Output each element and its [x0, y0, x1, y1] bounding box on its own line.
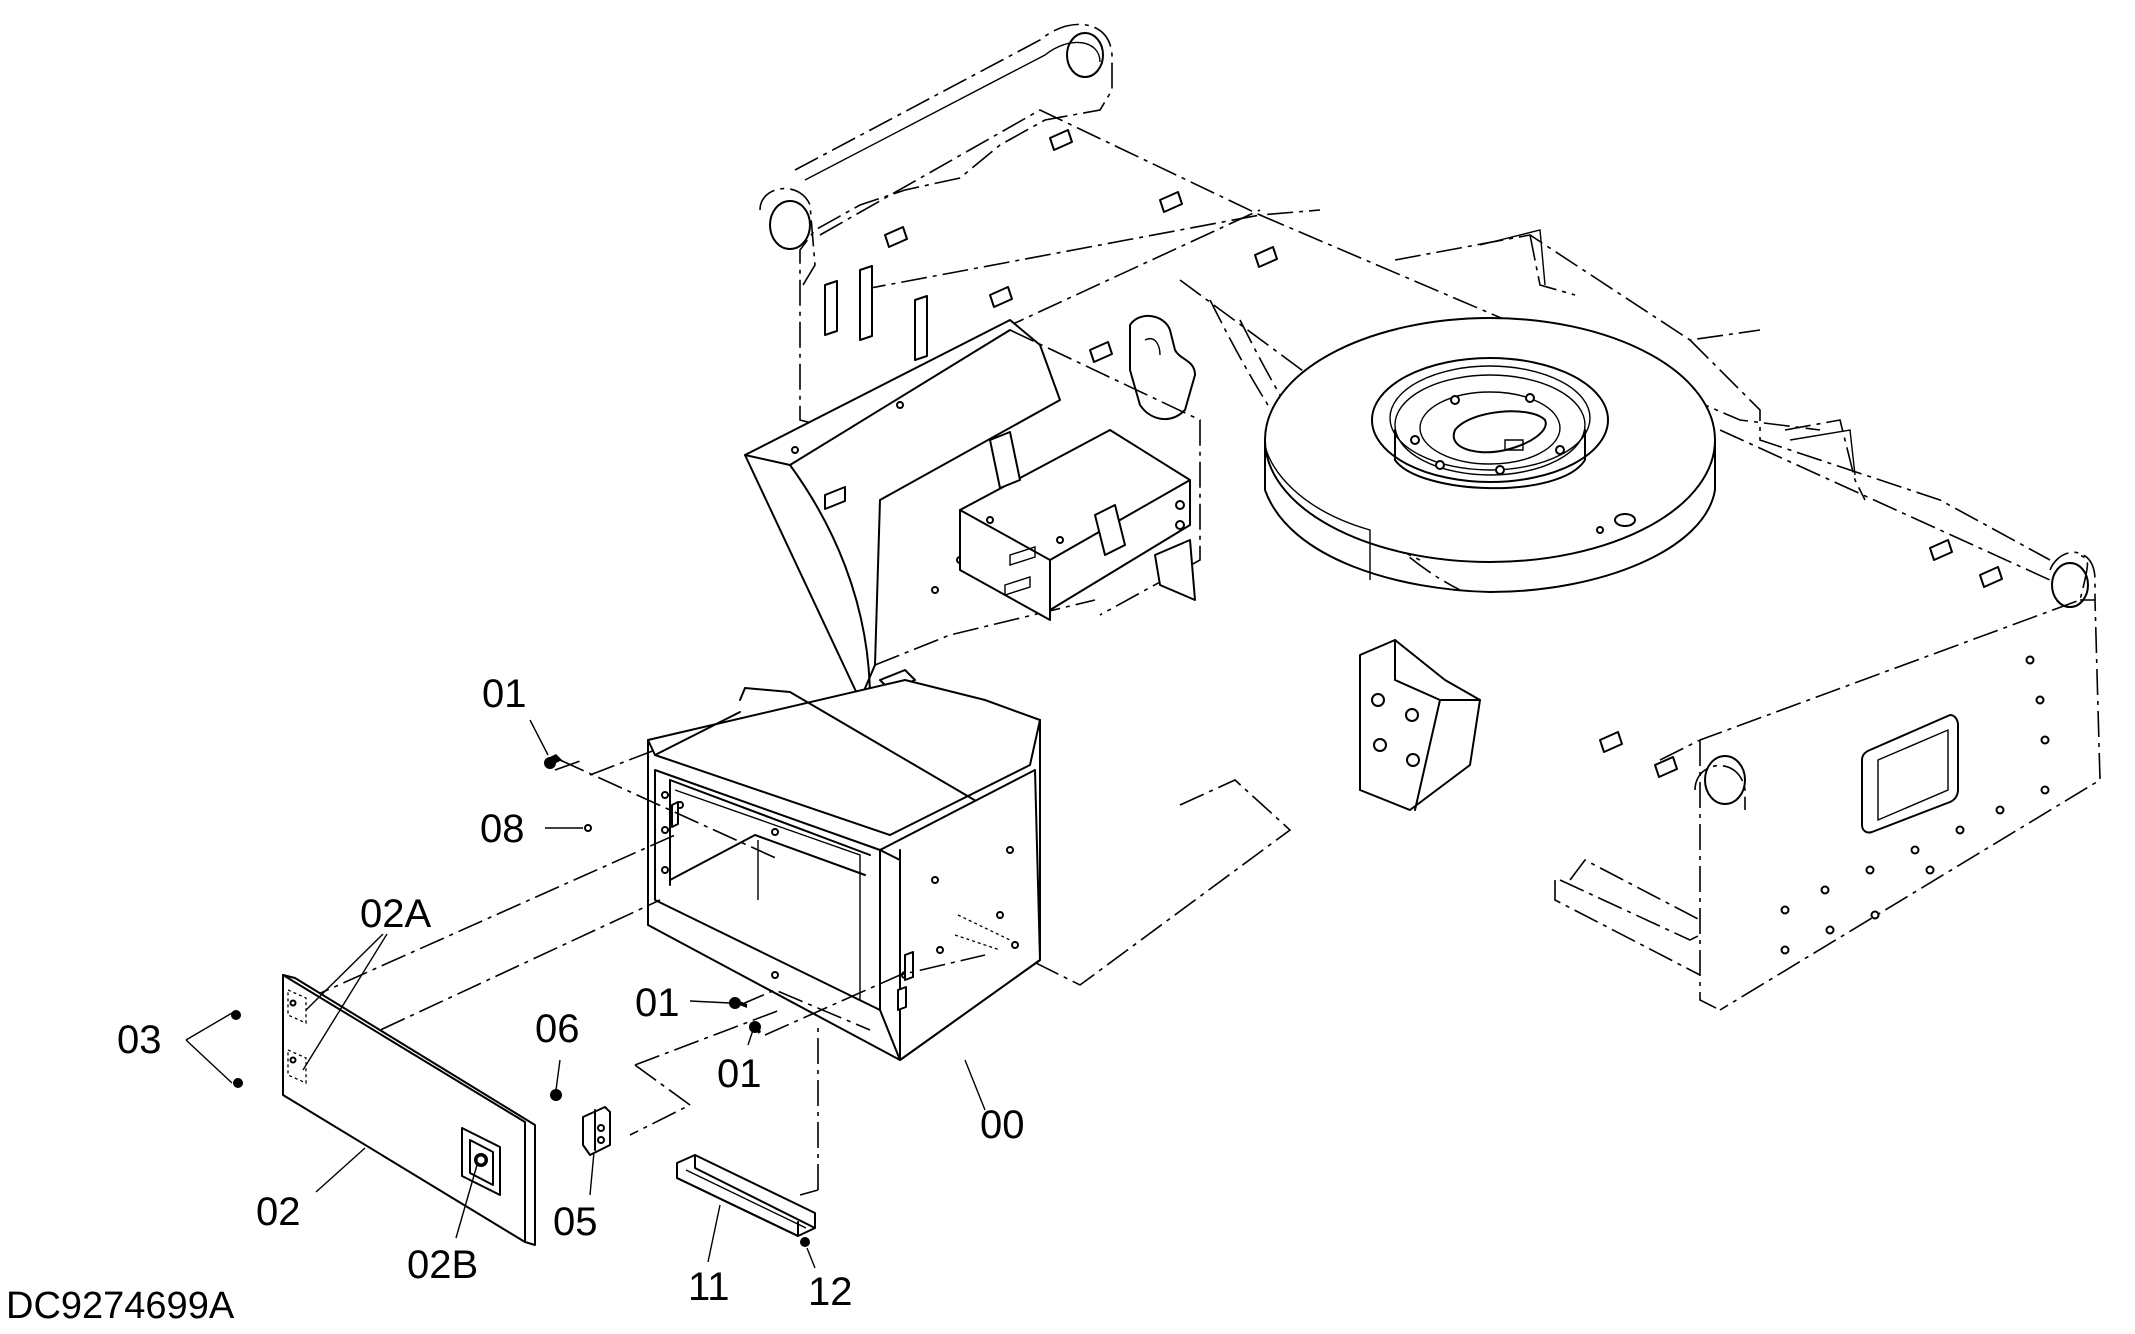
callout-leaders [185, 719, 986, 1269]
callout-12: 12 [808, 1270, 853, 1314]
door-panel-part-02 [282, 974, 536, 1246]
callout-06: 06 [535, 1007, 580, 1051]
bolt-01b [729, 997, 747, 1009]
callout-labels: 01 08 02A 03 01 01 06 00 05 02 02B 11 12 [117, 672, 1025, 1314]
callout-05: 05 [553, 1200, 598, 1244]
callout-01a: 01 [482, 672, 527, 716]
side-mount-plate [1029, 639, 1481, 986]
bolt-01c [749, 1021, 761, 1034]
striker-bracket-part-05 [582, 1106, 611, 1156]
tool-box-part-00 [647, 679, 1041, 1061]
callout-03: 03 [117, 1018, 162, 1062]
bolt-01a [544, 754, 562, 769]
upper-frame [759, 23, 2101, 1011]
screw-03a [231, 1010, 241, 1020]
callout-02: 02 [256, 1190, 301, 1234]
screw-03b [233, 1078, 243, 1088]
drawing-id: DC9274699A [6, 1285, 235, 1327]
screw-12 [800, 1237, 810, 1247]
callout-08: 08 [480, 807, 525, 851]
callout-02A: 02A [360, 892, 431, 936]
callout-00: 00 [980, 1103, 1025, 1147]
support-tray-part-11 [676, 1154, 816, 1237]
callout-01b: 01 [635, 981, 680, 1025]
swing-bearing-ring [1264, 317, 1716, 593]
mounting-bracket-assembly [744, 319, 1201, 701]
callout-02B: 02B [407, 1243, 478, 1287]
fasteners [231, 754, 810, 1247]
callout-01c: 01 [717, 1052, 762, 1096]
screw-06 [550, 1089, 562, 1101]
pin-08 [584, 824, 592, 832]
callout-11: 11 [688, 1265, 730, 1309]
